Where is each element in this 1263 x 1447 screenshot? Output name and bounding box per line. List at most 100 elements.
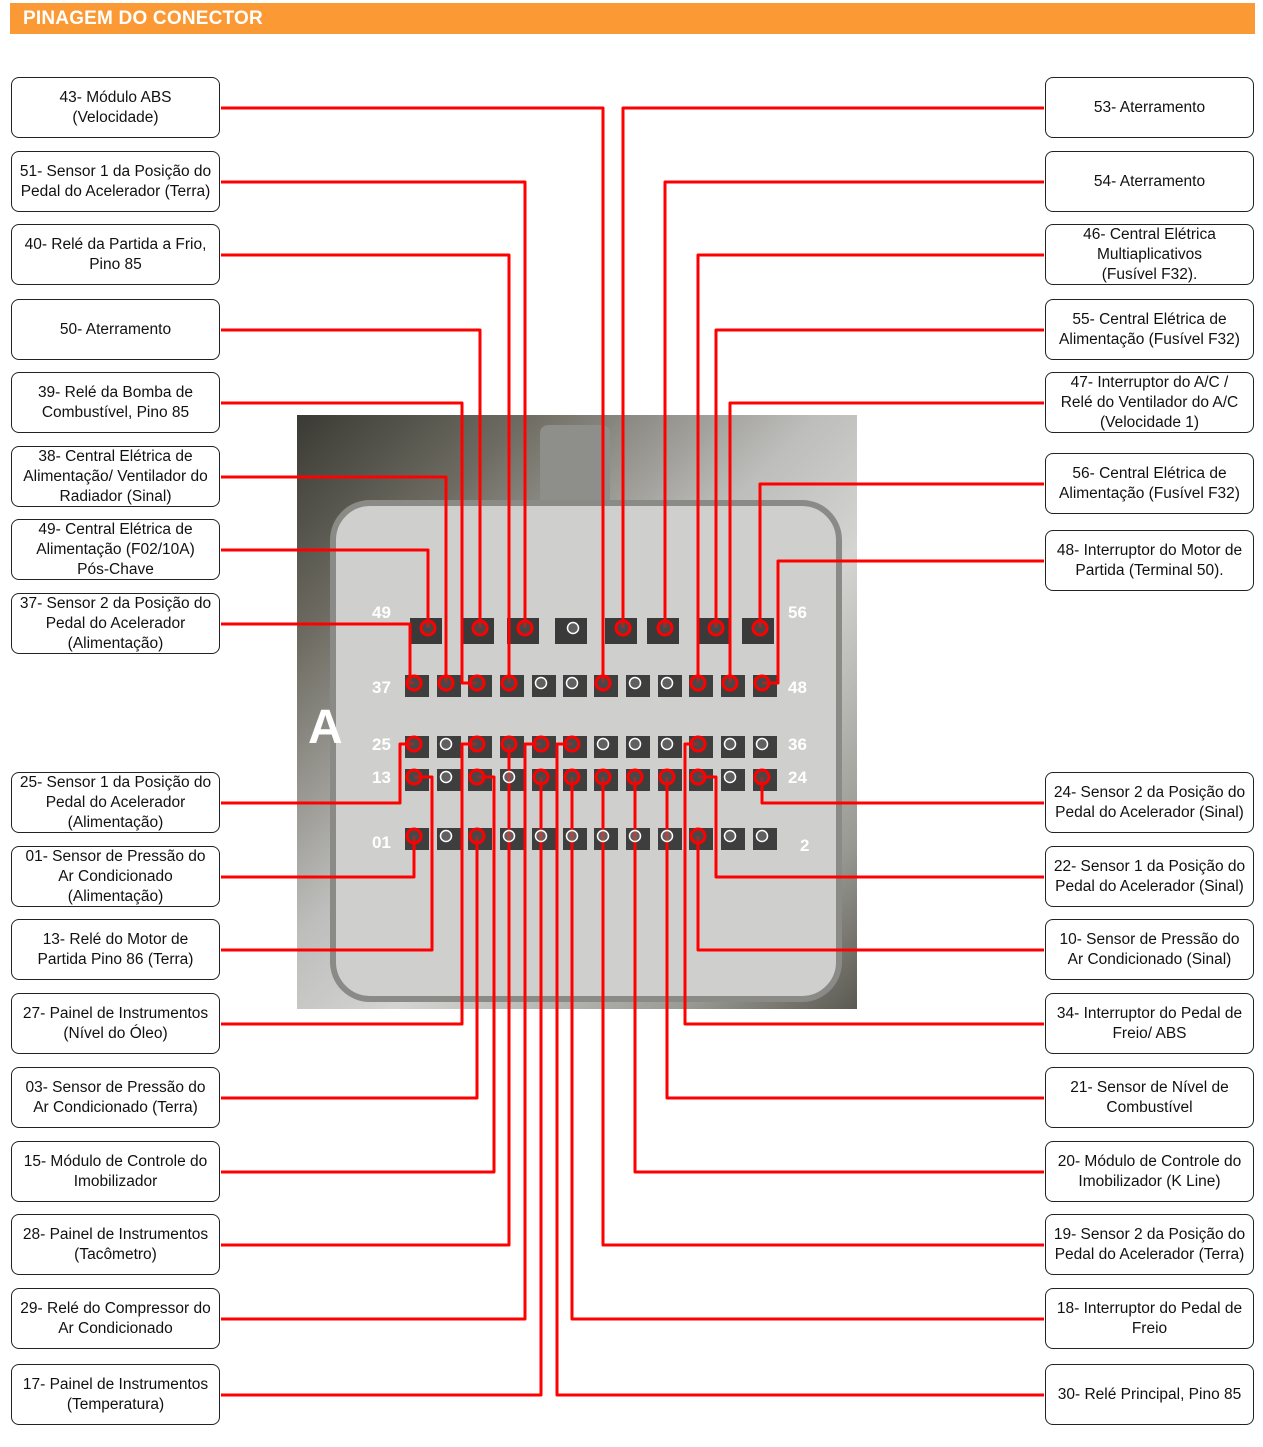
wire-pin-38	[221, 475, 448, 683]
pin-34	[689, 735, 707, 753]
pin-label-box-13: 13- Relé do Motor de Partida Pino 86 (Te…	[11, 919, 220, 980]
pin-29	[532, 735, 550, 753]
pin-label-box-37: 37- Sensor 2 da Posição do Pedal do Acel…	[11, 593, 220, 654]
pin-53	[614, 619, 632, 637]
pin-28	[500, 735, 518, 753]
pin-15	[468, 768, 486, 786]
pin-42	[565, 676, 579, 690]
pin-13	[405, 768, 423, 786]
pin-17	[532, 768, 550, 786]
pin-52	[566, 621, 580, 635]
row-label: 49	[372, 603, 391, 622]
pin-25	[405, 735, 423, 753]
wire-pin-56	[758, 482, 1044, 628]
wire-pin-46	[696, 253, 1044, 683]
pin-label-box-19: 19- Sensor 2 da Posição do Pedal do Acel…	[1045, 1214, 1254, 1275]
wire-pin-37	[221, 622, 414, 685]
wire-pin-53	[621, 106, 1044, 628]
connector-letter: A	[308, 701, 343, 754]
pin-label-box-25: 25- Sensor 1 da Posição do Pedal do Acel…	[11, 772, 220, 833]
wire-pin-54	[663, 180, 1044, 628]
row-label: 24	[788, 768, 807, 787]
wire-pin-3	[221, 836, 479, 1100]
row-label: 2	[800, 836, 810, 855]
pin-label-box-18: 18- Interruptor do Pedal de Freio	[1045, 1288, 1254, 1349]
pin-44	[628, 676, 642, 690]
pin-3	[468, 827, 486, 845]
wire-pin-43	[221, 106, 605, 683]
pin-22	[689, 768, 707, 786]
pin-label-box-54: 54- Aterramento	[1045, 151, 1254, 212]
pin-label-box-20: 20- Módulo de Controle do Imobilizador (…	[1045, 1141, 1254, 1202]
pin-label-box-21: 21- Sensor de Nível de Combustível	[1045, 1067, 1254, 1128]
pin-24	[753, 768, 771, 786]
pin-label-box-56: 56- Central Elétrica de Alimentação (Fus…	[1045, 453, 1254, 514]
wire-pin-13	[221, 775, 434, 952]
pin-label-box-46: 46- Central Elétrica Multiaplicativos (F…	[1045, 224, 1254, 285]
pin-4	[502, 829, 516, 843]
pin-label-box-30: 30- Relé Principal, Pino 85	[1045, 1364, 1254, 1425]
pin-21	[658, 768, 676, 786]
pin-39	[468, 674, 486, 692]
pin-19	[594, 768, 612, 786]
pin-48	[753, 674, 771, 692]
row-label: 56	[788, 603, 807, 622]
row-label: 01	[372, 833, 391, 852]
wire-pin-49	[221, 548, 430, 628]
pin-38	[437, 674, 455, 692]
pin-label-box-1: 01- Sensor de Pressão do Ar Condicionado…	[11, 846, 220, 907]
pin-label-box-51: 51- Sensor 1 da Posição do Pedal do Acel…	[11, 151, 220, 212]
row-label: 36	[788, 735, 807, 754]
pin-41	[534, 676, 548, 690]
pin-54	[656, 619, 674, 637]
pin-label-box-53: 53- Aterramento	[1045, 77, 1254, 138]
pin-45	[660, 676, 674, 690]
pin-label-box-39: 39- Relé da Bomba de Combustível, Pino 8…	[11, 372, 220, 433]
pin-26	[439, 737, 453, 751]
pin-1	[405, 827, 423, 845]
pin-label-box-24: 24- Sensor 2 da Posição do Pedal do Acel…	[1045, 772, 1254, 833]
pin-55	[707, 619, 725, 637]
pin-label-box-50: 50- Aterramento	[11, 299, 220, 360]
pin-label-box-47: 47- Interruptor do A/C / Relé do Ventila…	[1045, 372, 1254, 433]
pin-56	[751, 619, 769, 637]
pin-label-box-34: 34- Interruptor do Pedal de Freio/ ABS	[1045, 993, 1254, 1054]
pin-50	[471, 619, 489, 637]
wire-pin-21	[665, 777, 1044, 1100]
row-label: 25	[372, 735, 391, 754]
pin-35	[723, 737, 737, 751]
pin-label-box-55: 55- Central Elétrica de Alimentação (Fus…	[1045, 299, 1254, 360]
pin-label-box-43: 43- Módulo ABS (Velocidade)	[11, 77, 220, 138]
wire-pin-50	[221, 328, 482, 628]
wire-pin-10	[696, 836, 1044, 952]
pin-14	[439, 770, 453, 784]
pin-label-box-28: 28- Painel de Instrumentos (Tacômetro)	[11, 1214, 220, 1275]
row-label: 13	[372, 768, 391, 787]
pin-27	[468, 735, 486, 753]
wire-pin-55	[714, 328, 1044, 628]
pin-12	[755, 829, 769, 843]
pin-label-box-27: 27- Painel de Instrumentos (Nível do Óle…	[11, 993, 220, 1054]
wire-pin-24	[760, 777, 1044, 805]
pin-23	[723, 770, 737, 784]
pin-8	[628, 829, 642, 843]
wire-pin-1	[221, 836, 416, 879]
pin-18	[563, 768, 581, 786]
pin-label-box-3: 03- Sensor de Pressão do Ar Condicionado…	[11, 1067, 220, 1128]
pin-49	[419, 619, 437, 637]
pin-31	[596, 737, 610, 751]
pin-30	[563, 735, 581, 753]
pin-label-box-15: 15- Módulo de Controle do Imobilizador	[11, 1141, 220, 1202]
pin-16	[502, 770, 516, 784]
wire-pin-17	[221, 777, 543, 1397]
pin-36	[755, 737, 769, 751]
pin-51	[516, 619, 534, 637]
pin-46	[689, 674, 707, 692]
pin-40	[500, 674, 518, 692]
pin-6	[565, 829, 579, 843]
wire-pin-18	[570, 777, 1044, 1321]
pin-label-box-10: 10- Sensor de Pressão do Ar Condicionado…	[1045, 919, 1254, 980]
wire-pin-22	[698, 775, 1044, 879]
pin-5	[534, 829, 548, 843]
